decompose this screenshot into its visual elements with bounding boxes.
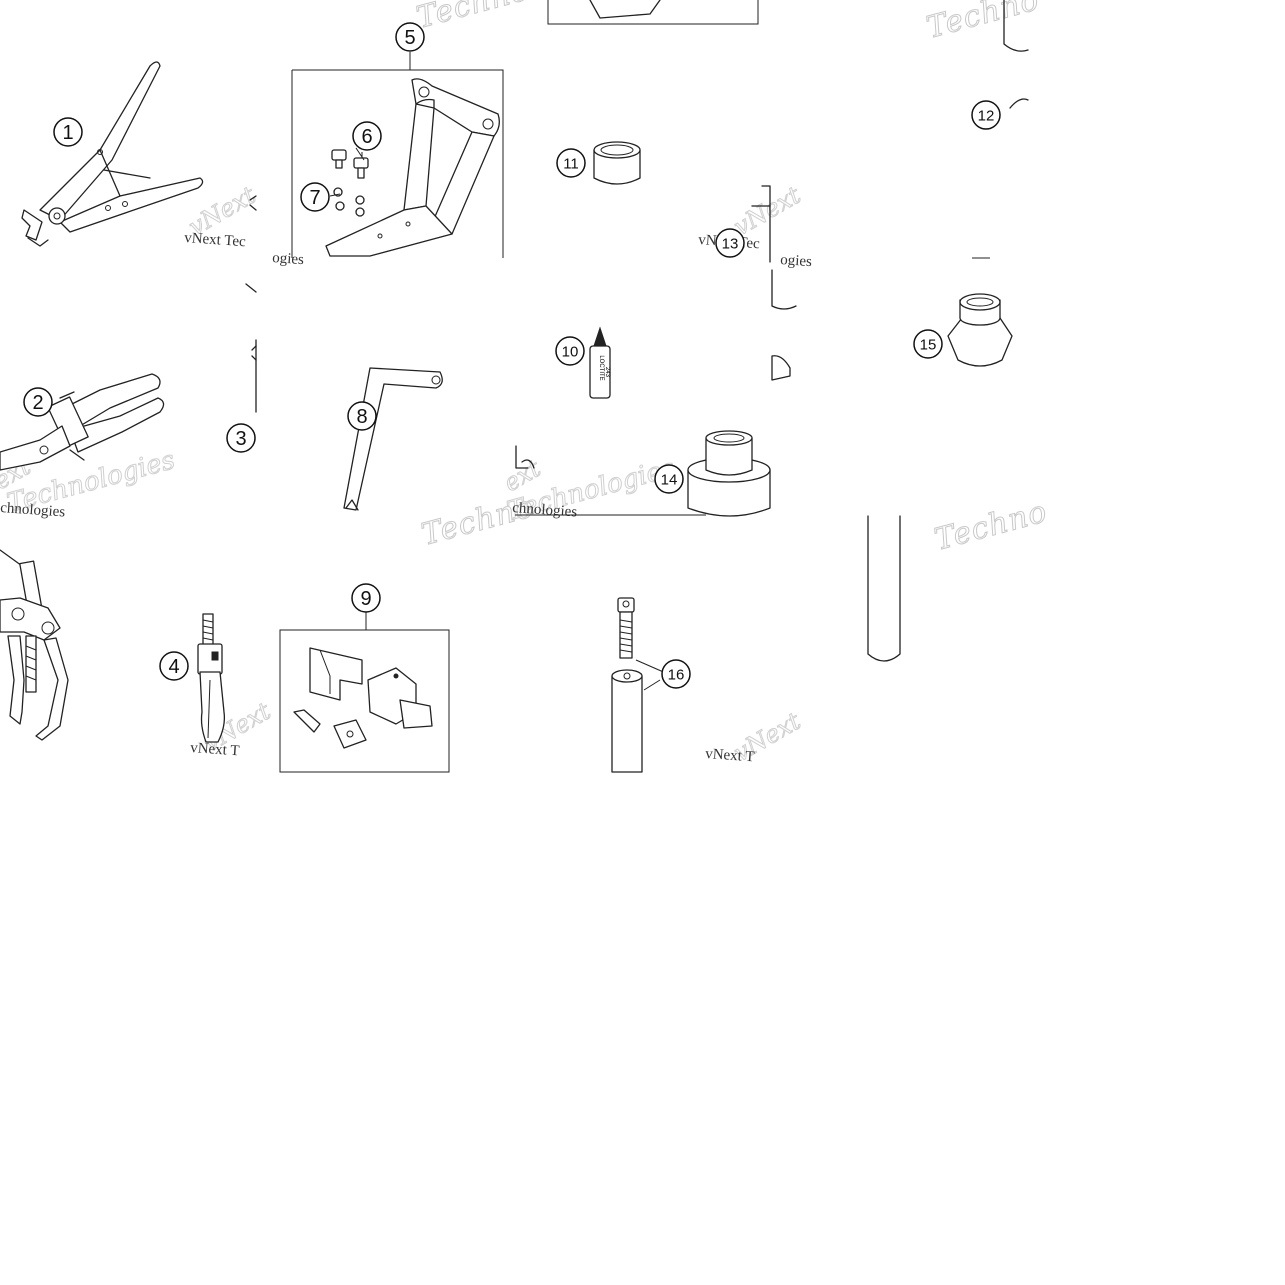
callout-label: 4	[168, 656, 179, 678]
callout-circle	[971, 100, 1001, 130]
watermark-vnext-t: vNext T	[190, 740, 240, 759]
tool-7-nuts	[333, 187, 365, 217]
callout-8: 8	[347, 401, 377, 431]
callout-circle	[352, 121, 382, 151]
callout-circle	[395, 22, 425, 52]
callout-circle	[661, 659, 691, 689]
callout-6: 6	[352, 121, 382, 151]
tool-16-driver-rod	[611, 669, 643, 773]
callout-circle	[23, 387, 53, 417]
callout-12: 12	[971, 100, 1001, 130]
watermark-techno: Techno	[413, 0, 533, 36]
tool-2-pliers	[0, 373, 165, 471]
callout-circle	[347, 401, 377, 431]
watermark-vnext-t: vNext T	[705, 746, 755, 765]
tool-14-stepped-drift	[687, 430, 771, 517]
watermark-vnext-tec: vNext Tec	[184, 230, 247, 250]
callout-3: 3	[226, 423, 256, 453]
callout-circle	[556, 148, 586, 178]
callout-5: 5	[395, 22, 425, 52]
tool-9-box	[279, 612, 450, 773]
tool-13-parts	[751, 185, 797, 381]
callout-label: 7	[309, 187, 320, 209]
tool-8-holding-bar	[343, 367, 443, 511]
tool-1-hose-clamp-pliers	[21, 61, 204, 247]
tool-10-loctite-bottle: LOCTITE 243	[589, 326, 611, 399]
loctite-label: LOCTITE	[598, 355, 604, 380]
callout-label: 13	[722, 236, 739, 253]
tool-14-box	[515, 445, 706, 516]
tool-3-partial	[245, 195, 257, 413]
callout-label: 9	[360, 588, 371, 610]
callout-label: 12	[978, 108, 995, 125]
tool-5-box	[291, 52, 504, 258]
callout-label: 11	[563, 156, 579, 173]
tool-9-clamp-kit	[293, 647, 433, 749]
watermark-vnext: vNext	[729, 181, 806, 241]
callout-circle	[351, 583, 381, 613]
watermark-chnologies: chnologies	[0, 500, 66, 521]
watermark-techno: Techno	[931, 494, 1051, 558]
callout-circle	[226, 423, 256, 453]
callout-1: 1	[53, 117, 83, 147]
callout-10: 10	[555, 336, 585, 366]
tool-long-rod	[867, 257, 990, 662]
tool-4-puller	[0, 549, 69, 741]
callout-label: 10	[562, 344, 579, 361]
watermark-ogies: ogies	[780, 252, 813, 270]
callout-15: 15	[913, 329, 943, 359]
watermark-ogies: ogies	[272, 250, 305, 268]
callout-circle	[654, 464, 684, 494]
callout-label: 2	[32, 392, 43, 414]
callout-label: 6	[361, 126, 372, 148]
callout-circle	[53, 117, 83, 147]
callout-14: 14	[654, 464, 684, 494]
callout-label: 1	[62, 122, 73, 144]
callout-circle	[913, 329, 943, 359]
callout-label: 14	[661, 472, 678, 489]
callout-2: 2	[23, 387, 53, 417]
loctite-grade: 243	[604, 367, 610, 378]
tool-16-bolt	[617, 597, 635, 659]
watermark-techno: Techno	[923, 0, 1043, 46]
callout-circle	[715, 228, 745, 258]
callout-label: 16	[668, 667, 685, 684]
callout-11: 11	[556, 148, 586, 178]
callout-label: 3	[235, 428, 246, 450]
top-partial-box	[547, 0, 759, 25]
callout-circle	[555, 336, 585, 366]
callout-16: 16	[661, 659, 691, 689]
callout-4: 4	[159, 651, 189, 681]
callout-label: 8	[356, 406, 367, 428]
callout-7: 7	[300, 182, 330, 212]
tool-4-slide-hammer	[197, 613, 226, 743]
tool-6-bolts	[331, 149, 369, 179]
callout-label: 5	[404, 27, 415, 49]
callout-circle	[159, 651, 189, 681]
callout-9: 9	[351, 583, 381, 613]
callout-label: 15	[920, 337, 937, 354]
callout-13: 13	[715, 228, 745, 258]
tool-top-right-partial	[1003, 0, 1029, 109]
callout-circle	[300, 182, 330, 212]
tool-5-stand-bracket	[325, 78, 500, 257]
tool-15-bushing	[947, 293, 1013, 367]
tool-11-ring	[593, 141, 641, 185]
